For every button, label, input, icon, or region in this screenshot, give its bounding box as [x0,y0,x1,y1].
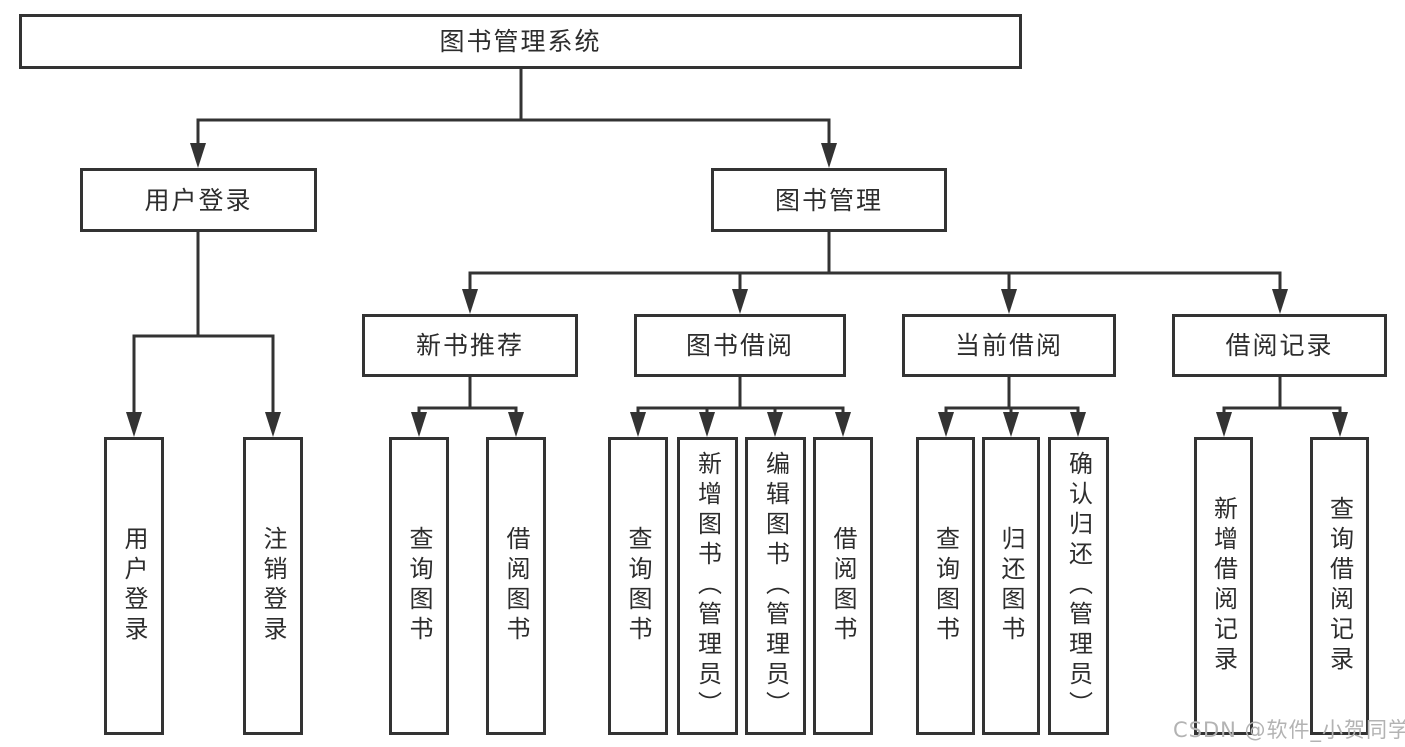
arrowhead [767,412,783,437]
leaf-current-query-books: 查询图书 [916,437,975,735]
arrowhead [190,143,206,168]
leaf-borrowing-add-books-admin: 新增图书（管理员） [677,437,738,735]
node-borrowing-records: 借阅记录 [1172,314,1387,377]
leaf-borrowing-query-books: 查询图书 [608,437,668,735]
arrowhead [835,412,851,437]
leaf-logout: 注销登录 [243,437,303,735]
node-new-book-recommendation: 新书推荐 [362,314,578,377]
arrowhead [1332,412,1348,437]
leaf-recommend-borrow-books: 借阅图书 [486,437,546,735]
leaf-user-login: 用户登录 [104,437,164,735]
leaf-current-confirm-return-admin: 确认归还（管理员） [1048,437,1109,735]
arrowhead [732,289,748,314]
csdn-watermark: CSDN @软件_小贺同学 [1173,718,1405,742]
arrowhead [630,412,646,437]
node-book-management: 图书管理 [711,168,947,232]
arrowhead [462,289,478,314]
node-current-borrowing: 当前借阅 [902,314,1116,377]
arrowhead [699,412,715,437]
leaf-recommend-query-books: 查询图书 [389,437,449,735]
node-user-login: 用户登录 [80,168,317,232]
arrowhead [1216,412,1232,437]
arrowhead [1272,289,1288,314]
node-book-borrowing: 图书借阅 [634,314,846,377]
arrowhead [265,412,281,437]
leaf-borrowing-borrow-books: 借阅图书 [813,437,873,735]
leaf-records-query-record: 查询借阅记录 [1310,437,1369,735]
leaf-borrowing-edit-books-admin: 编辑图书（管理员） [745,437,806,735]
arrowheads [126,143,1348,437]
node-library-management-system: 图书管理系统 [19,14,1022,69]
arrowhead [1003,412,1019,437]
leaf-current-return-books: 归还图书 [982,437,1040,735]
arrowhead [1001,289,1017,314]
arrowhead [126,412,142,437]
arrowhead [821,143,837,168]
arrowhead [508,412,524,437]
leaf-records-add-record: 新增借阅记录 [1194,437,1253,735]
arrowhead [1070,412,1086,437]
arrowhead [938,412,954,437]
arrowhead [411,412,427,437]
